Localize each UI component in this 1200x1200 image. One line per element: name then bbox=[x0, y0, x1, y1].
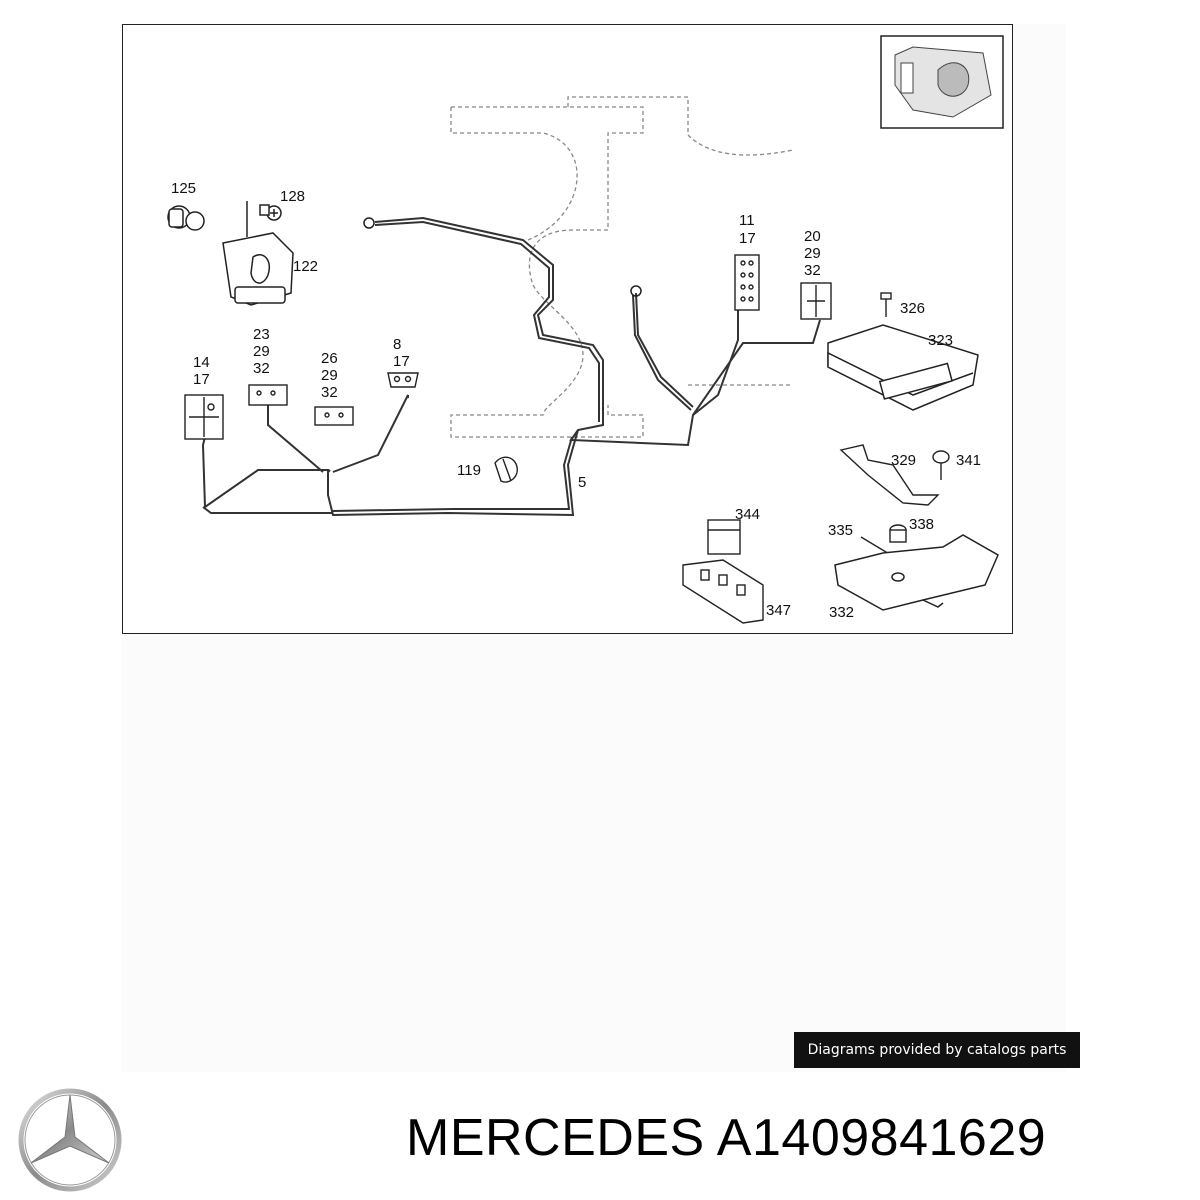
inset-thumbnail bbox=[880, 35, 1004, 129]
callout-17-c: 17 bbox=[193, 371, 210, 388]
callout-14: 14 bbox=[193, 354, 210, 371]
seat-switch-122 bbox=[222, 201, 294, 306]
connector-20-29-32 bbox=[800, 282, 832, 320]
screw-128 bbox=[259, 204, 282, 221]
connector-14-17 bbox=[184, 394, 224, 440]
control-unit-323 bbox=[827, 324, 979, 411]
brand-title: MERCEDES A1409841629 bbox=[406, 1108, 1046, 1168]
callout-338: 338 bbox=[909, 516, 934, 533]
screw-326 bbox=[880, 292, 892, 317]
callout-23: 23 bbox=[253, 326, 270, 343]
callout-5: 5 bbox=[578, 474, 586, 491]
connector-11-17 bbox=[734, 254, 760, 311]
bulb-125 bbox=[167, 205, 205, 231]
callout-32-c: 32 bbox=[321, 384, 338, 401]
callout-8: 8 bbox=[393, 336, 401, 353]
ring-terminal bbox=[363, 217, 375, 229]
bracket-329 bbox=[839, 444, 940, 506]
callout-344: 344 bbox=[735, 506, 760, 523]
callout-29-a: 29 bbox=[804, 245, 821, 262]
part-number: A1409841629 bbox=[716, 1109, 1047, 1167]
callout-323: 323 bbox=[928, 332, 953, 349]
callout-17-b: 17 bbox=[393, 353, 410, 370]
nut-338 bbox=[889, 524, 907, 543]
holder-347 bbox=[682, 559, 764, 624]
clip-119 bbox=[494, 456, 518, 483]
credit-banner: Diagrams provided by catalogs parts bbox=[794, 1032, 1080, 1068]
vehicle-outline bbox=[450, 96, 794, 438]
callout-26: 26 bbox=[321, 350, 338, 367]
parts-diagram: 125 128 122 11 17 20 29 32 326 323 23 29… bbox=[122, 24, 1013, 634]
wiring-harness bbox=[201, 216, 821, 517]
callout-335: 335 bbox=[828, 522, 853, 539]
relay-344 bbox=[707, 519, 741, 555]
ring-terminal-2 bbox=[630, 285, 642, 297]
callout-122: 122 bbox=[293, 258, 318, 275]
callout-341: 341 bbox=[956, 452, 981, 469]
connector-23-29-32 bbox=[248, 384, 288, 406]
callout-347: 347 bbox=[766, 602, 791, 619]
callout-332: 332 bbox=[829, 604, 854, 621]
callout-326: 326 bbox=[900, 300, 925, 317]
callout-20: 20 bbox=[804, 228, 821, 245]
callout-11: 11 bbox=[739, 212, 755, 229]
callout-29-c: 29 bbox=[321, 367, 338, 384]
callout-125: 125 bbox=[171, 180, 196, 197]
callout-119: 119 bbox=[457, 462, 481, 479]
callout-32-a: 32 bbox=[804, 262, 821, 279]
brand-name: MERCEDES bbox=[406, 1109, 705, 1167]
callout-29-b: 29 bbox=[253, 343, 270, 360]
callout-17-a: 17 bbox=[739, 230, 756, 247]
callout-128: 128 bbox=[280, 188, 305, 205]
mercedes-star-logo bbox=[18, 1088, 122, 1192]
connector-26-29-32 bbox=[314, 406, 354, 426]
screw-341 bbox=[932, 450, 950, 480]
callout-32-b: 32 bbox=[253, 360, 270, 377]
callout-329: 329 bbox=[891, 452, 916, 469]
connector-8-17 bbox=[387, 372, 419, 388]
tray-332 bbox=[834, 534, 999, 611]
